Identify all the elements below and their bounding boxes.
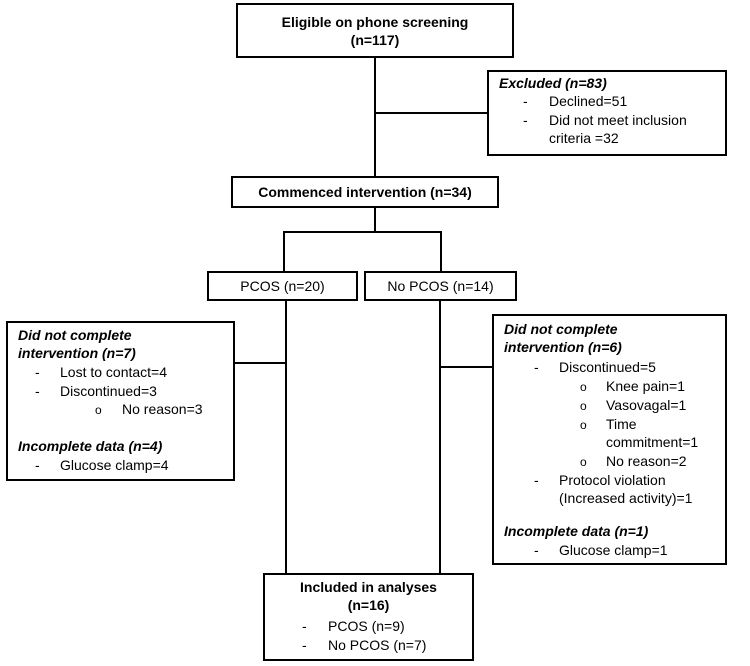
no-pcos-incomplete-glucose-clamp: Glucose clamp=1 xyxy=(559,542,668,558)
no-pcos-box: No PCOS (n=14) xyxy=(364,271,517,301)
included-item-no-pcos: No PCOS (n=7) xyxy=(328,637,427,653)
included-title: Included in analyses xyxy=(300,579,437,595)
connector-eligible-to-commenced xyxy=(374,58,376,176)
no-pcos-dropout-protocol-line1: Protocol violation xyxy=(559,472,666,488)
excluded-title: Excluded (n=83) xyxy=(499,75,607,91)
connector-to-right-dropout xyxy=(440,366,492,368)
eligible-count: (n=117) xyxy=(350,32,400,48)
bullet-marker: o xyxy=(580,380,587,394)
connector-commenced-down xyxy=(374,208,376,232)
pcos-dropout-box: Did not complete intervention (n=7) - Lo… xyxy=(6,321,235,481)
pcos-dropout-title-line2: intervention (n=7) xyxy=(18,345,136,361)
dash-marker: - xyxy=(523,112,528,128)
pcos-box: PCOS (n=20) xyxy=(207,271,358,301)
bullet-marker: o xyxy=(580,399,587,413)
eligible-box: Eligible on phone screening (n=117) xyxy=(236,3,514,58)
pcos-dropout-discontinued: Discontinued=3 xyxy=(60,383,157,399)
no-pcos-incomplete-title: Incomplete data (n=1) xyxy=(504,523,649,539)
connector-pcos-down xyxy=(285,301,287,573)
bullet-marker: o xyxy=(95,403,102,417)
connector-no-pcos-down xyxy=(439,301,441,573)
excluded-item-criteria-line2: criteria =32 xyxy=(549,130,619,146)
excluded-item-declined: Declined=51 xyxy=(549,93,628,109)
included-count: (n=16) xyxy=(347,597,390,613)
dash-marker: - xyxy=(302,637,307,653)
dash-marker: - xyxy=(523,93,528,109)
pcos-dropout-lost-to-contact: Lost to contact=4 xyxy=(60,364,168,380)
no-pcos-dropout-protocol-line2: (Increased activity)=1 xyxy=(559,490,693,506)
dash-marker: - xyxy=(35,457,40,473)
dash-marker: - xyxy=(534,359,539,375)
dash-marker: - xyxy=(35,364,40,380)
pcos-label: PCOS (n=20) xyxy=(240,278,325,294)
no-pcos-dropout-vasovagal: Vasovagal=1 xyxy=(606,397,687,413)
no-pcos-dropout-time-line2: commitment=1 xyxy=(606,434,699,450)
connector-to-pcos xyxy=(283,231,285,271)
eligible-title: Eligible on phone screening xyxy=(281,14,469,30)
dash-marker: - xyxy=(534,472,539,488)
commenced-label: Commenced intervention (n=34) xyxy=(258,184,472,200)
dash-marker: - xyxy=(534,542,539,558)
connector-branch-horizontal xyxy=(283,231,442,233)
no-pcos-dropout-discontinued: Discontinued=5 xyxy=(559,359,656,375)
no-pcos-dropout-title-line2: intervention (n=6) xyxy=(504,339,622,355)
pcos-dropout-title-line1: Did not complete xyxy=(18,327,132,343)
pcos-incomplete-title: Incomplete data (n=4) xyxy=(18,438,163,454)
pcos-dropout-no-reason: No reason=3 xyxy=(122,401,203,417)
no-pcos-dropout-box: Did not complete intervention (n=6) - Di… xyxy=(492,314,727,565)
pcos-incomplete-glucose-clamp: Glucose clamp=4 xyxy=(60,457,169,473)
excluded-box: Excluded (n=83) - Declined=51 - Did not … xyxy=(487,70,727,156)
no-pcos-dropout-time-line1: Time xyxy=(606,416,637,432)
no-pcos-dropout-knee-pain: Knee pain=1 xyxy=(606,378,686,394)
included-box: Included in analyses (n=16) - PCOS (n=9)… xyxy=(263,573,474,661)
connector-to-left-dropout xyxy=(235,362,286,364)
excluded-item-criteria-line1: Did not meet inclusion xyxy=(549,112,687,128)
no-pcos-label: No PCOS (n=14) xyxy=(387,278,494,294)
bullet-marker: o xyxy=(580,455,587,469)
dash-marker: - xyxy=(35,383,40,399)
commenced-box: Commenced intervention (n=34) xyxy=(231,176,499,208)
included-item-pcos: PCOS (n=9) xyxy=(328,618,405,634)
no-pcos-dropout-title-line1: Did not complete xyxy=(504,321,618,337)
dash-marker: - xyxy=(302,618,307,634)
connector-to-excluded xyxy=(375,112,487,114)
bullet-marker: o xyxy=(580,418,587,432)
connector-to-no-pcos xyxy=(440,231,442,271)
no-pcos-dropout-no-reason: No reason=2 xyxy=(606,453,687,469)
